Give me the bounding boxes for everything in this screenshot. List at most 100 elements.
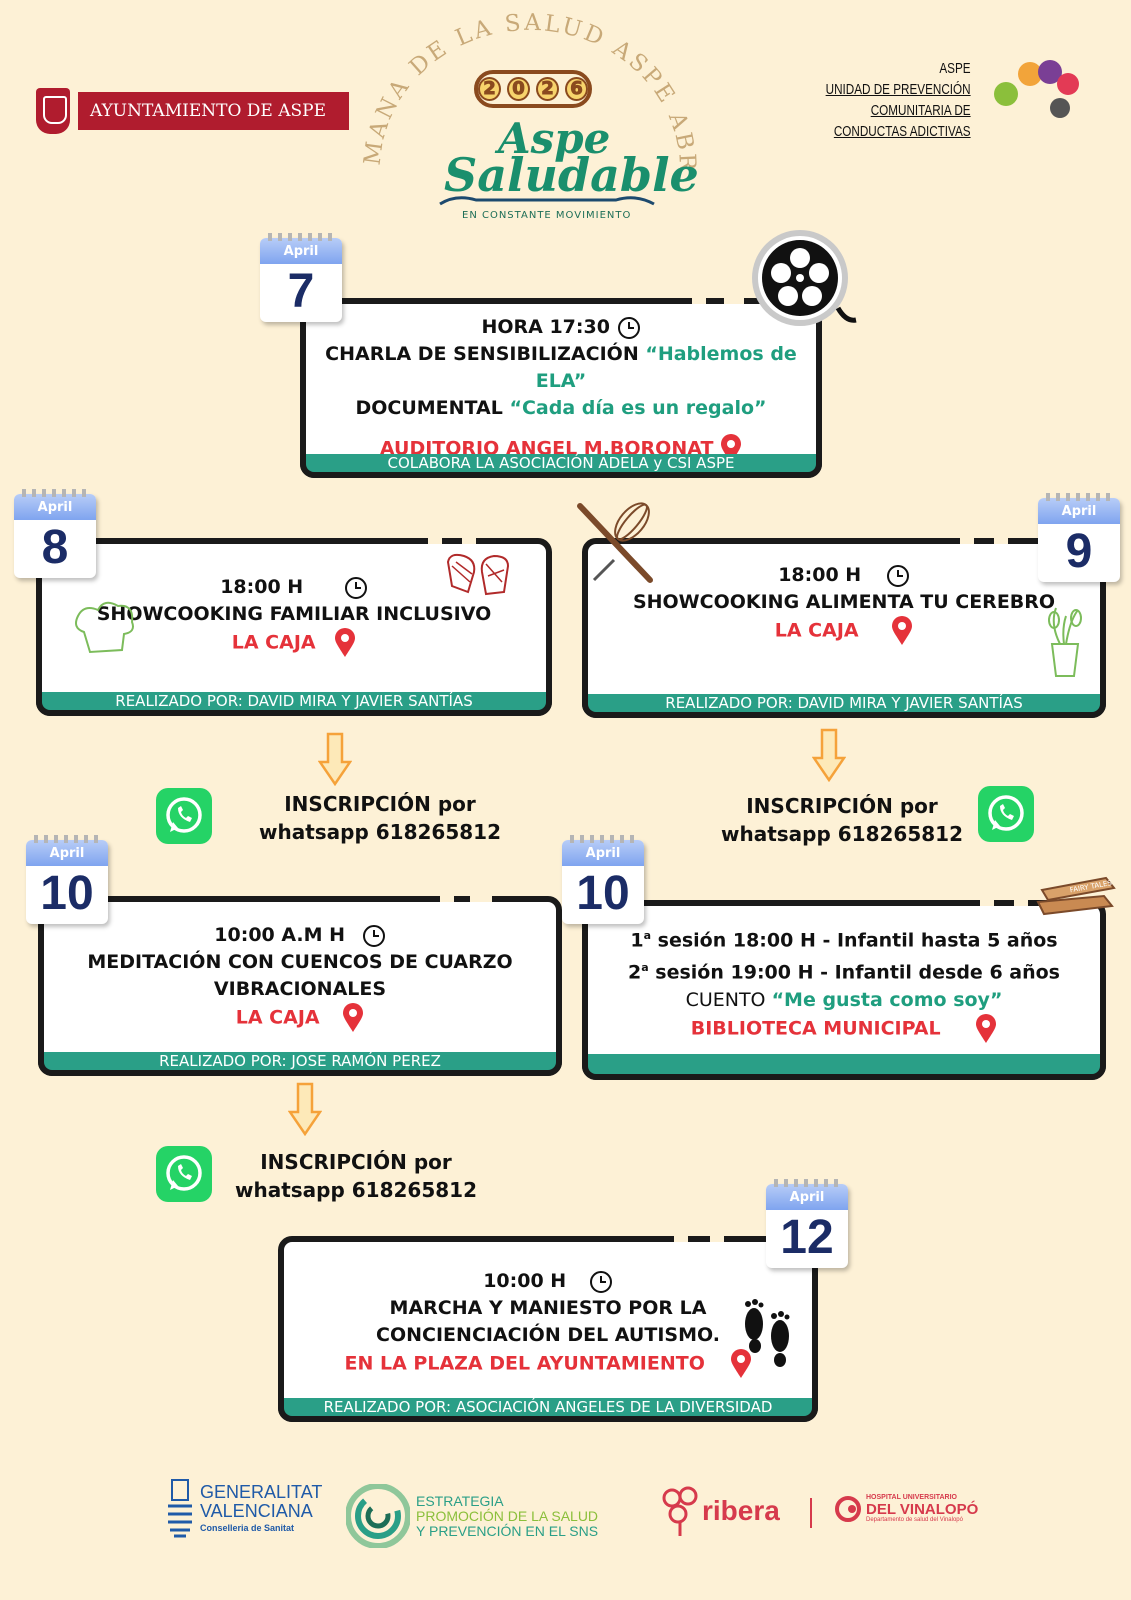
ayuntamiento-label: AYUNTAMIENTO DE ASPE [78,92,349,130]
whatsapp-icon[interactable] [978,786,1034,842]
event-card-apr7: HORA 17:30 CHARLA DE SENSIBILIZACIÓN “Ha… [300,298,822,478]
location-pin-icon [730,1349,751,1378]
calendar-rings-icon [22,489,88,497]
calendar-rings-icon [34,835,100,843]
hospital-line3: Departamento de salud del Vinalopó [866,1517,963,1523]
event-title-line1: MARCHA Y MANIESTO POR LA [389,1297,707,1319]
inscripcion-line1: INSCRIPCIÓN por [284,792,476,816]
inscripcion-phone[interactable]: whatsapp 618265812 [234,1178,477,1202]
location-pin-icon [892,616,913,645]
generalitat-emblem-icon [168,1479,192,1538]
calendar-month: April [766,1184,848,1210]
clock-icon [362,924,385,947]
whatsapp-icon[interactable] [156,788,212,844]
down-arrow-icon [812,728,846,782]
inscripcion-phone[interactable]: whatsapp 618265812 [720,822,963,846]
location-pin-icon [335,628,356,657]
down-arrow-icon [318,732,352,786]
swoosh-icon [439,196,655,206]
event-line2-prefix: DOCUMENTAL [355,397,510,419]
location-pin-icon [343,1003,364,1032]
event-footer-band: COLABORA LA ASOCIACIÓN ADELA y CSI ASPE [300,454,822,478]
down-arrow-icon [288,1082,322,1136]
calendar-apr7: April 7 [260,233,342,322]
event-place: LA CAJA [235,1006,320,1029]
calendar-apr12: April 12 [766,1179,848,1268]
clock-icon [886,564,909,587]
estrategia-logo: ESTRATEGIA PROMOCIÓN DE LA SALUD Y PREVE… [346,1484,598,1548]
whisk-rolling-pin-icon [577,502,653,583]
inscripcion-text: INSCRIPCIÓN por whatsapp 618265812 [250,790,510,846]
calendar-day: 10 [40,867,94,920]
calendar-rings-icon [570,835,636,843]
cuento-title: “Me gusta como soy” [771,988,1003,1011]
event-time: 10:00 H [483,1270,567,1292]
event-title: SHOWCOOKING FAMILIAR INCLUSIVO [96,603,492,625]
whatsapp-icon[interactable] [156,1146,212,1202]
event-card-apr9: 18:00 H SHOWCOOKING ALIMENTA TU CEREBRO … [582,538,1106,718]
inscripcion-line1: INSCRIPCIÓN por [260,1150,452,1174]
calendar-rings-icon [774,1179,840,1187]
clock-icon [617,316,640,339]
year-digit: 6 [565,77,588,101]
upcca-logo-text: ASPE UNIDAD DE PREVENCIÓN COMUNITARIA DE… [760,58,971,142]
upcca-line3: CONDUCTAS ADICTIVAS [833,123,971,140]
event-title-line1: MEDITACIÓN CON CUENCOS DE CUARZO [87,951,513,973]
gv-line2: VALENCIANA [200,1501,313,1521]
upcca-line2: UNIDAD DE PREVENCIÓN COMUNITARIA DE [825,81,971,119]
year-digit: 2 [536,77,559,101]
generalitat-logo: GENERALITAT VALENCIANA Conselleria de Sa… [166,1478,322,1540]
film-reel-icon [752,230,857,326]
calendar-rings-icon [268,233,334,241]
event-footer-band: REALIZADO POR: ASOCIACIÓN ANGELES DE LA … [278,1398,818,1422]
event-place: LA CAJA [231,631,316,654]
event-time: 10:00 A.M H [214,924,346,946]
brand-title-line1: Aspe [498,114,611,163]
books-icon: FAIRY TALES [1036,876,1116,916]
year-badge: 2 0 2 6 [474,70,592,108]
estrategia-line1: ESTRATEGIA [416,1492,504,1509]
session1-text: 1a sesión 18:00 H - Infantil hasta 5 año… [630,929,1058,952]
event-time: 18:00 H [778,564,862,586]
event-card-apr10-cuento: 1a sesión 18:00 H - Infantil hasta 5 año… [582,900,1106,1080]
coat-of-arms-icon [36,88,70,134]
event-footer-band: REALIZADO POR: DAVID MIRA Y JAVIER SANTÍ… [582,694,1106,718]
calendar-day: 10 [576,867,630,920]
clock-icon [589,1270,612,1293]
event-card-apr12: 10:00 H MARCHA Y MANIESTO POR LA CONCIEN… [278,1236,818,1422]
calendar-month: April [562,840,644,866]
brand-title-line2: Saludable [444,148,699,202]
event-line1-title: “Hablemos de ELA” [535,343,797,392]
calendar-apr10: April 10 [26,835,108,924]
event-time: 18:00 H [220,576,304,598]
calendar-apr10: April 10 [562,835,644,924]
event-place: BIBLIOTECA MUNICIPAL [690,1017,941,1040]
event-title: SHOWCOOKING ALIMENTA TU CEREBRO [632,591,1056,613]
logo-divider [810,1498,812,1528]
inscripcion-phone[interactable]: whatsapp 618265812 [258,820,501,844]
calendar-day: 12 [780,1211,834,1264]
herbs-pot-icon [1048,607,1082,677]
cuento-prefix: CUENTO [685,988,772,1011]
calendar-month: April [26,840,108,866]
location-pin-icon [721,434,742,463]
ayuntamiento-logo: AYUNTAMIENTO DE ASPE [36,88,349,134]
calendar-month: April [1038,498,1120,524]
footprints-icon [745,1299,790,1367]
calendar-day: 9 [1065,525,1093,578]
ribera-tree-icon [662,1486,698,1536]
ribera-logo: ribera [660,1486,780,1536]
calendar-day: 8 [41,521,69,574]
calendar-day: 7 [287,265,315,318]
calendar-month: April [14,494,96,520]
clock-icon [344,576,367,599]
spiral-icon [346,1484,410,1548]
hospital-line2: DEL VINALOPÓ [866,1501,979,1518]
calendar-apr9: April 9 [1038,493,1120,582]
year-digit: 2 [478,77,501,101]
brand-subtitle: EN CONSTANTE MOVIMIENTO [462,210,632,221]
calendar-apr8: April 8 [14,489,96,578]
oven-mitts-icon [446,553,510,596]
calendar-rings-icon [1046,493,1112,501]
event-title-line2: CONCIENCIACIÓN DEL AUTISMO. [376,1324,720,1346]
